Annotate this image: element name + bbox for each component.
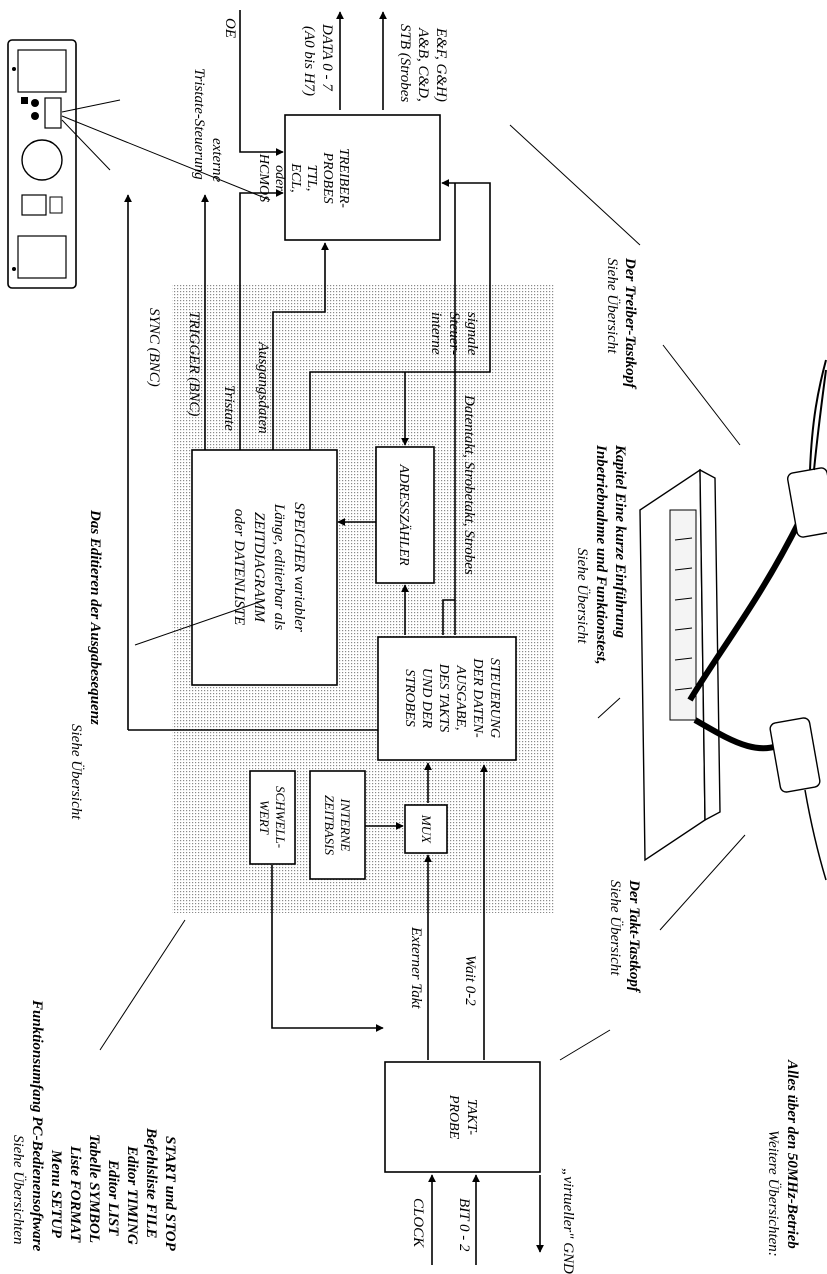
ausgangsdaten-label: Ausgangsdaten	[255, 341, 271, 434]
funktionsumfang-1: Funktionsumfang PC-Bedienensoftware	[29, 999, 45, 1252]
treiber-line-1: TREIBER-	[336, 148, 351, 208]
treiber-tastkopf-2: Der Treiber-Tastkopf	[622, 257, 638, 390]
main-unit-illustration	[639, 359, 827, 881]
funktionsumfang-2: Menu SETUP	[48, 1149, 64, 1239]
funktionsumfang-5: Editor LIST	[105, 1159, 121, 1236]
stb-label-2: A&B, C&D,	[415, 27, 431, 102]
inbetriebnahme-1: Siehe Übersicht	[574, 548, 591, 644]
steuerung-line-5: UND DER	[419, 668, 434, 729]
zeitbasis-line-2: ZEITBASIS	[322, 795, 337, 855]
funktionsumfang-0: Siehe Übersichten	[10, 1135, 27, 1245]
signal-labels: OE externe Tristate-Steuerung DATA 0 - 7…	[146, 18, 576, 1274]
treiber-line-6: HCMOS	[256, 153, 271, 202]
steuerung-line-2: DER DATEN-	[470, 657, 485, 738]
takt-probe-line-2: PROBE	[446, 1094, 461, 1140]
steuerung-line-4: DES TAKTS	[436, 663, 451, 733]
treiber-tastkopf-1: Siehe Übersicht	[604, 258, 621, 354]
treiber-probes-block: TREIBER- PROBES TTL, ECL, oder HCMOS	[256, 114, 441, 241]
speicher-line-2: Länge, editierbar als	[271, 503, 287, 630]
editieren-2: Das Editieren der Ausgabesequenz	[87, 509, 103, 725]
interne-zeitbasis-block: INTERNE ZEITBASIS	[309, 770, 366, 880]
clock-label: CLOCK	[410, 1198, 426, 1248]
funktionsumfang-3: Liste FORMAT	[67, 1145, 83, 1243]
adresszaehler-label: ADRESSZÄHLER	[396, 463, 413, 566]
trigger-label: TRIGGER (BNC)	[186, 311, 202, 416]
schwellwert-line-2: WERT	[257, 800, 272, 835]
takt-probe-line-1: TAKT-	[464, 1099, 479, 1135]
treiber-line-3: TTL,	[304, 165, 319, 192]
data-label-2: (A0 bis H7)	[301, 26, 317, 96]
treiber-line-2: PROBES	[320, 151, 335, 203]
inbetriebnahme-2: Inbetriebnahme und Funktionstest,	[593, 444, 609, 665]
wait-label: Wait 0-2	[462, 955, 478, 1006]
mux-label: MUX	[419, 814, 434, 844]
speicher-line-1: SPEICHER variabler	[291, 502, 307, 632]
oe-label: OE	[222, 18, 238, 38]
tristate-label: Tristate	[221, 385, 237, 431]
takt-tastkopf-2: Der Takt-Tastkopf	[626, 879, 642, 994]
stb-label-1: STB (Strobes	[397, 24, 413, 102]
steuersignale-label-3: signale	[464, 312, 480, 356]
steuerung-line-3: AUSGABE,	[453, 665, 468, 731]
steuerung-line-6: STROBES	[402, 669, 417, 727]
weitere-2: Alles über den 50MHz-Betrieb	[784, 1059, 800, 1249]
funktionsumfang-4: Tabelle SYMBOL	[86, 1134, 102, 1243]
mux-block: MUX	[404, 804, 448, 854]
speicher-line-3: ZEITDIAGRAMM	[251, 512, 267, 623]
treiber-line-4: ECL,	[288, 162, 303, 192]
data-label-1: DATA 0 - 7	[319, 23, 335, 92]
annotations: Siehe Übersicht Der Treiber-Tastkopf Sie…	[10, 257, 800, 1257]
stb-label-3: E&F, G&H)	[433, 27, 449, 102]
adresszaehler-block: ADRESSZÄHLER	[375, 446, 435, 584]
signal-wires	[124, 10, 544, 1265]
editieren-1: Siehe Übersicht	[68, 724, 85, 820]
funktionsumfang-7: Befehlsliste FILE	[143, 1127, 159, 1238]
externe-label-1: externe	[209, 138, 225, 182]
datentakt-label: Datentakt, Strobetakt, Strobes	[461, 394, 477, 575]
steuerung-block: STEUERUNG DER DATEN- AUSGABE, DES TAKTS …	[377, 636, 517, 761]
funktionsumfang-8: START und STOP	[162, 1136, 178, 1252]
schwellwert-line-1: SCHWELL-	[273, 786, 288, 848]
speicher-block: SPEICHER variabler Länge, editierbar als…	[191, 449, 338, 686]
treiber-line-5: oder	[272, 165, 287, 191]
schwellwert-block: SCHWELL- WERT	[249, 770, 296, 865]
speicher-line-4: oder DATENLISTE	[231, 509, 247, 626]
externe-label-2: Tristate-Steuerung	[191, 68, 207, 180]
funktionsumfang-6: Editor TIMING	[124, 1145, 140, 1245]
leader-lines	[99, 124, 746, 1061]
takt-tastkopf-1: Siehe Übersicht	[607, 880, 624, 976]
externer-takt-label: Externer Takt	[408, 926, 424, 1009]
inbetriebnahme-3: Kapitel Eine kurze Einführung	[612, 444, 628, 638]
steuerung-line-1: STEUERUNG	[487, 658, 502, 738]
bit-label: BIT 0 - 2	[456, 1198, 472, 1252]
takt-probe-block: TAKT- PROBE	[384, 1061, 541, 1173]
sync-label: SYNC (BNC)	[146, 308, 162, 387]
gnd-label: „virtueller" GND	[560, 1168, 576, 1274]
steuersignale-label-1: interne	[428, 312, 444, 355]
weitere-1: Weitere Übersichten:	[765, 1130, 782, 1257]
zeitbasis-line-1: INTERNE	[338, 798, 353, 852]
driver-probe-pod-illustration	[7, 39, 271, 289]
steuersignale-label-2: Steuer-	[446, 312, 462, 355]
